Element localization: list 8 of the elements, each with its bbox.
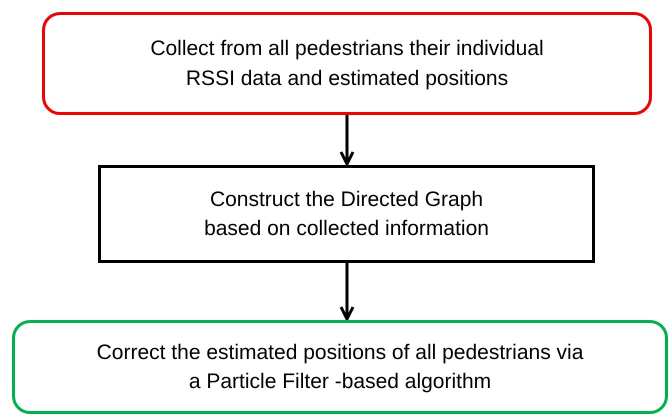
start-box bbox=[42, 12, 652, 115]
arrow bbox=[340, 263, 354, 320]
step-text: Construct the Directed Graph based on collected information bbox=[203, 186, 490, 242]
arrow bbox=[340, 115, 354, 166]
process-box bbox=[98, 165, 595, 263]
step-text: Collect from all pedestrians their individual RSSI data and estimated positions bbox=[149, 36, 545, 92]
end-box bbox=[12, 320, 668, 414]
step-text: Correct the estimated positions of all pedestrians via a Particle Filter -based algorithm bbox=[96, 340, 584, 395]
